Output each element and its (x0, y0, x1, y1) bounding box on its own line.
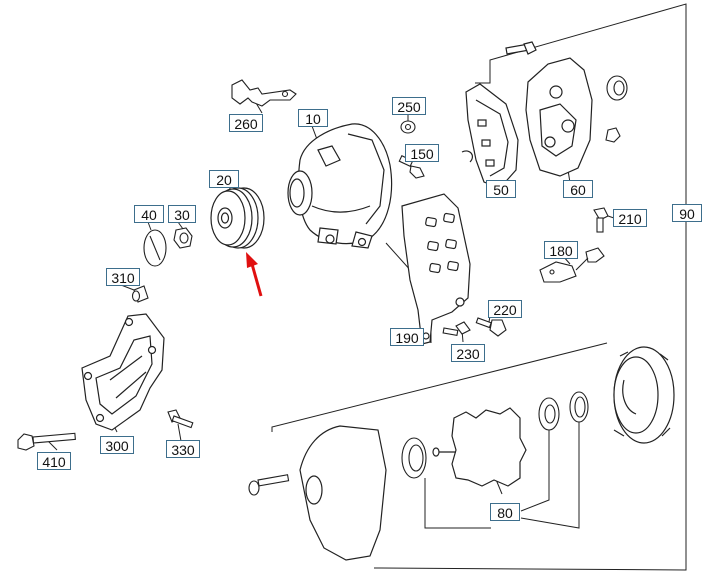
part-bearing-1 (538, 397, 560, 431)
part-cover-screw (248, 474, 290, 496)
part-330-bolt (167, 409, 194, 429)
part-20-pulley (210, 187, 265, 249)
callout-250[interactable]: 250 (392, 97, 426, 115)
callout-60[interactable]: 60 (563, 180, 593, 198)
part-410-long-bolt (17, 432, 76, 451)
callout-20[interactable]: 20 (209, 170, 239, 188)
part-nut-lower (605, 127, 621, 143)
callout-310[interactable]: 310 (106, 268, 140, 286)
callout-330[interactable]: 330 (166, 440, 200, 458)
part-50-regulator (461, 83, 519, 189)
part-180-connector (539, 247, 605, 283)
part-210-bolt (593, 207, 609, 233)
highlight-arrow (246, 252, 263, 297)
part-310-sleeve (131, 285, 149, 303)
callout-30[interactable]: 30 (168, 205, 196, 223)
callout-300[interactable]: 300 (100, 436, 134, 454)
callout-260[interactable]: 260 (229, 114, 263, 132)
callout-40[interactable]: 40 (134, 205, 164, 223)
part-stator (432, 407, 527, 487)
part-60-cover-plate (505, 41, 593, 177)
callout-50[interactable]: 50 (486, 180, 516, 198)
callout-150[interactable]: 150 (405, 144, 439, 162)
part-10-alternator-housing (287, 123, 393, 249)
part-300-mount-bracket (81, 313, 165, 431)
group-90-frame (271, 3, 687, 571)
part-rotor-fan (613, 346, 675, 444)
part-220-bolt (475, 317, 507, 337)
callout-410[interactable]: 410 (37, 452, 71, 470)
callout-210[interactable]: 210 (613, 209, 647, 227)
callout-80[interactable]: 80 (490, 503, 520, 521)
part-front-bearing (401, 437, 427, 479)
callout-190[interactable]: 190 (390, 328, 424, 346)
part-190-rear-bracket (401, 193, 471, 345)
part-230-bolt (442, 321, 471, 336)
part-30-nut (173, 227, 193, 249)
callout-90[interactable]: 90 (672, 204, 702, 222)
part-nut-upper (606, 75, 628, 101)
callout-180[interactable]: 180 (544, 241, 578, 259)
part-rear-cover (299, 425, 387, 561)
callout-230[interactable]: 230 (451, 344, 485, 362)
part-260-bracket (231, 79, 297, 107)
part-40-cap (143, 229, 167, 267)
part-bearing-2 (569, 391, 589, 423)
callout-10[interactable]: 10 (298, 109, 328, 127)
callout-220[interactable]: 220 (488, 300, 522, 318)
part-250-nut (400, 120, 416, 134)
